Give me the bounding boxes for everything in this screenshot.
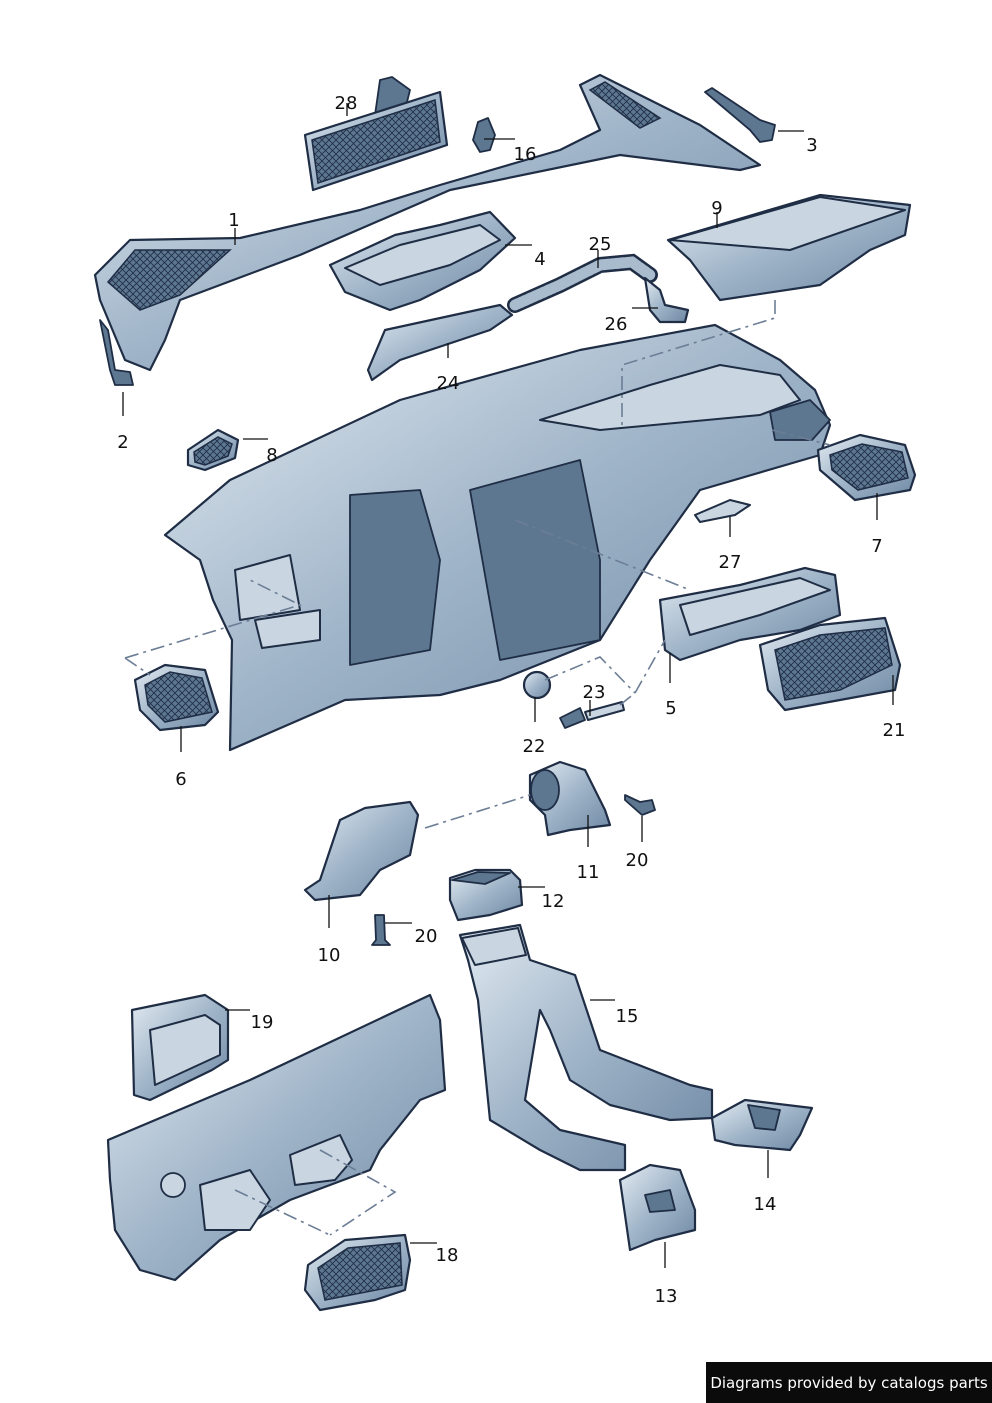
label-4: 4 [534, 249, 545, 270]
label-13: 13 [655, 1286, 678, 1307]
part-6-left-vent [133, 663, 220, 732]
part-27-seal [694, 499, 751, 523]
part-23-sensor [559, 701, 625, 729]
label-16: 16 [514, 144, 537, 165]
label-14: 14 [754, 1194, 777, 1215]
part-20-screw-b [371, 914, 391, 946]
label-11: 11 [577, 862, 600, 883]
label-6: 6 [175, 769, 186, 790]
part-5-vent-housing [658, 566, 842, 662]
part-20-screw [624, 794, 656, 816]
part-24-cover [366, 303, 514, 382]
label-28: 28 [335, 93, 358, 114]
label-19: 19 [251, 1012, 274, 1033]
part-15-rear-duct [458, 923, 714, 1172]
label-2: 2 [117, 432, 128, 453]
dashboard-carrier [163, 323, 832, 752]
label-18: 18 [436, 1245, 459, 1266]
label-26: 26 [605, 314, 628, 335]
part-16-clip [472, 117, 496, 153]
part-10-footwell-duct [303, 800, 420, 902]
credit-banner: Diagrams provided by catalogs parts [706, 1362, 992, 1403]
leader-lines [122, 103, 894, 1268]
label-5: 5 [665, 698, 676, 719]
label-27: 27 [719, 552, 742, 573]
part-9-glovebox-airbag [666, 193, 912, 302]
part-7-right-vent [816, 433, 917, 502]
part-18-rear-vent [303, 1233, 412, 1312]
label-15: 15 [616, 1006, 639, 1027]
label-9: 9 [711, 198, 722, 219]
part-8-side-vent [186, 428, 240, 472]
label-10: 10 [318, 945, 341, 966]
part-1-upper-trim [93, 73, 762, 372]
label-22: 22 [523, 736, 546, 757]
label-3: 3 [806, 135, 817, 156]
assembly-lines [124, 300, 831, 1236]
label-21: 21 [883, 720, 906, 741]
part-2-side-clip [99, 319, 134, 386]
part-12-duct-connector [448, 868, 524, 922]
part-22-cap [522, 670, 552, 700]
label-23: 23 [583, 682, 606, 703]
part-3-side-clip [704, 87, 776, 143]
part-28-speaker-grille [303, 76, 449, 192]
part-19-bracket [130, 993, 230, 1102]
label-8: 8 [266, 445, 277, 466]
label-24: 24 [437, 373, 460, 394]
part-13-rear-outlet [618, 1163, 697, 1252]
part-11-duct-elbow [528, 760, 612, 837]
part-labels: 1 2 3 4 5 6 7 8 9 10 11 12 13 14 15 16 1… [117, 93, 905, 1307]
part-14-rear-outlet [710, 1098, 814, 1152]
part-25-hose [507, 253, 658, 313]
label-7: 7 [871, 536, 882, 557]
label-25: 25 [589, 234, 612, 255]
label-20-lower: 20 [415, 926, 438, 947]
part-21-center-vent [758, 616, 902, 712]
part-4-defroster-duct [328, 210, 517, 312]
label-20-upper: 20 [626, 850, 649, 871]
part-26-hose-end [643, 276, 690, 324]
bulkhead-panel [106, 993, 447, 1282]
label-1: 1 [228, 210, 239, 231]
label-12: 12 [542, 891, 565, 912]
